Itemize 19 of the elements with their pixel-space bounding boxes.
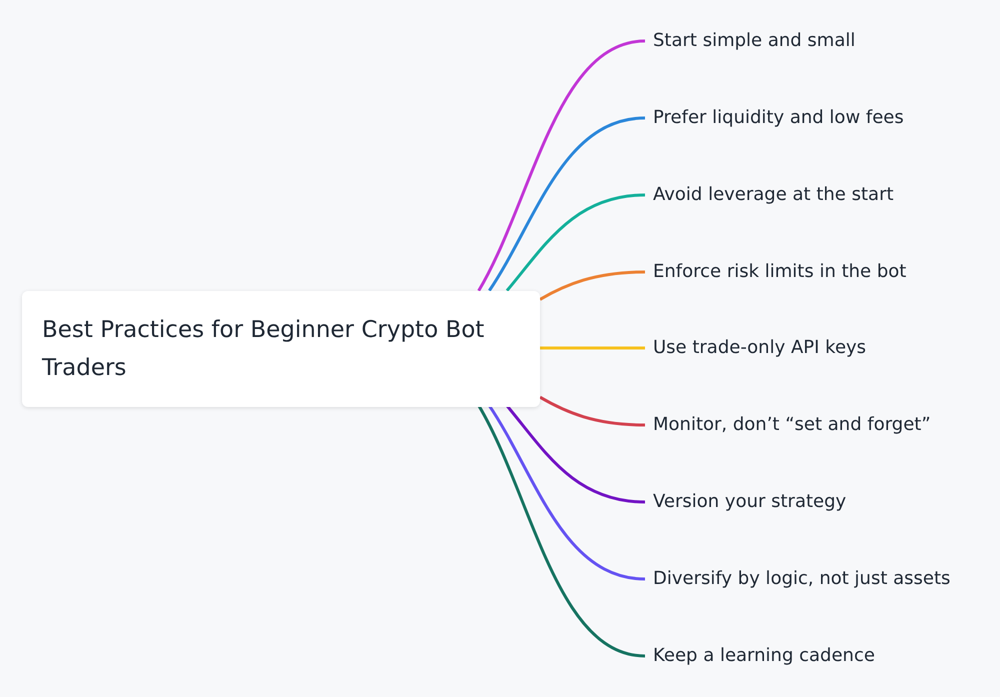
branch-connector [477,40,646,292]
branch-label: Start simple and small [653,29,983,53]
branch-label: Avoid leverage at the start [653,183,983,207]
branch-label: Enforce risk limits in the bot [653,260,983,284]
branch-label: Keep a learning cadence [653,644,983,668]
topic-card: Best Practices for Beginner Crypto Bot Traders [22,291,540,407]
branch-label: Diversify by logic, not just assets [653,567,983,591]
branch-label: Prefer liquidity and low fees [653,106,983,130]
branch-connector [477,404,646,658]
branch-connector [539,396,646,426]
branch-label: Monitor, don’t “set and forget” [653,413,983,437]
branch-label: Use trade-only API keys [653,336,983,360]
branch-connector [540,346,645,350]
branch-label: Version your strategy [653,490,983,514]
branch-connector [506,194,646,292]
branch-connector [539,270,646,301]
branch-connector [488,404,646,580]
branch-connector [505,404,646,504]
branch-connector [488,116,646,292]
